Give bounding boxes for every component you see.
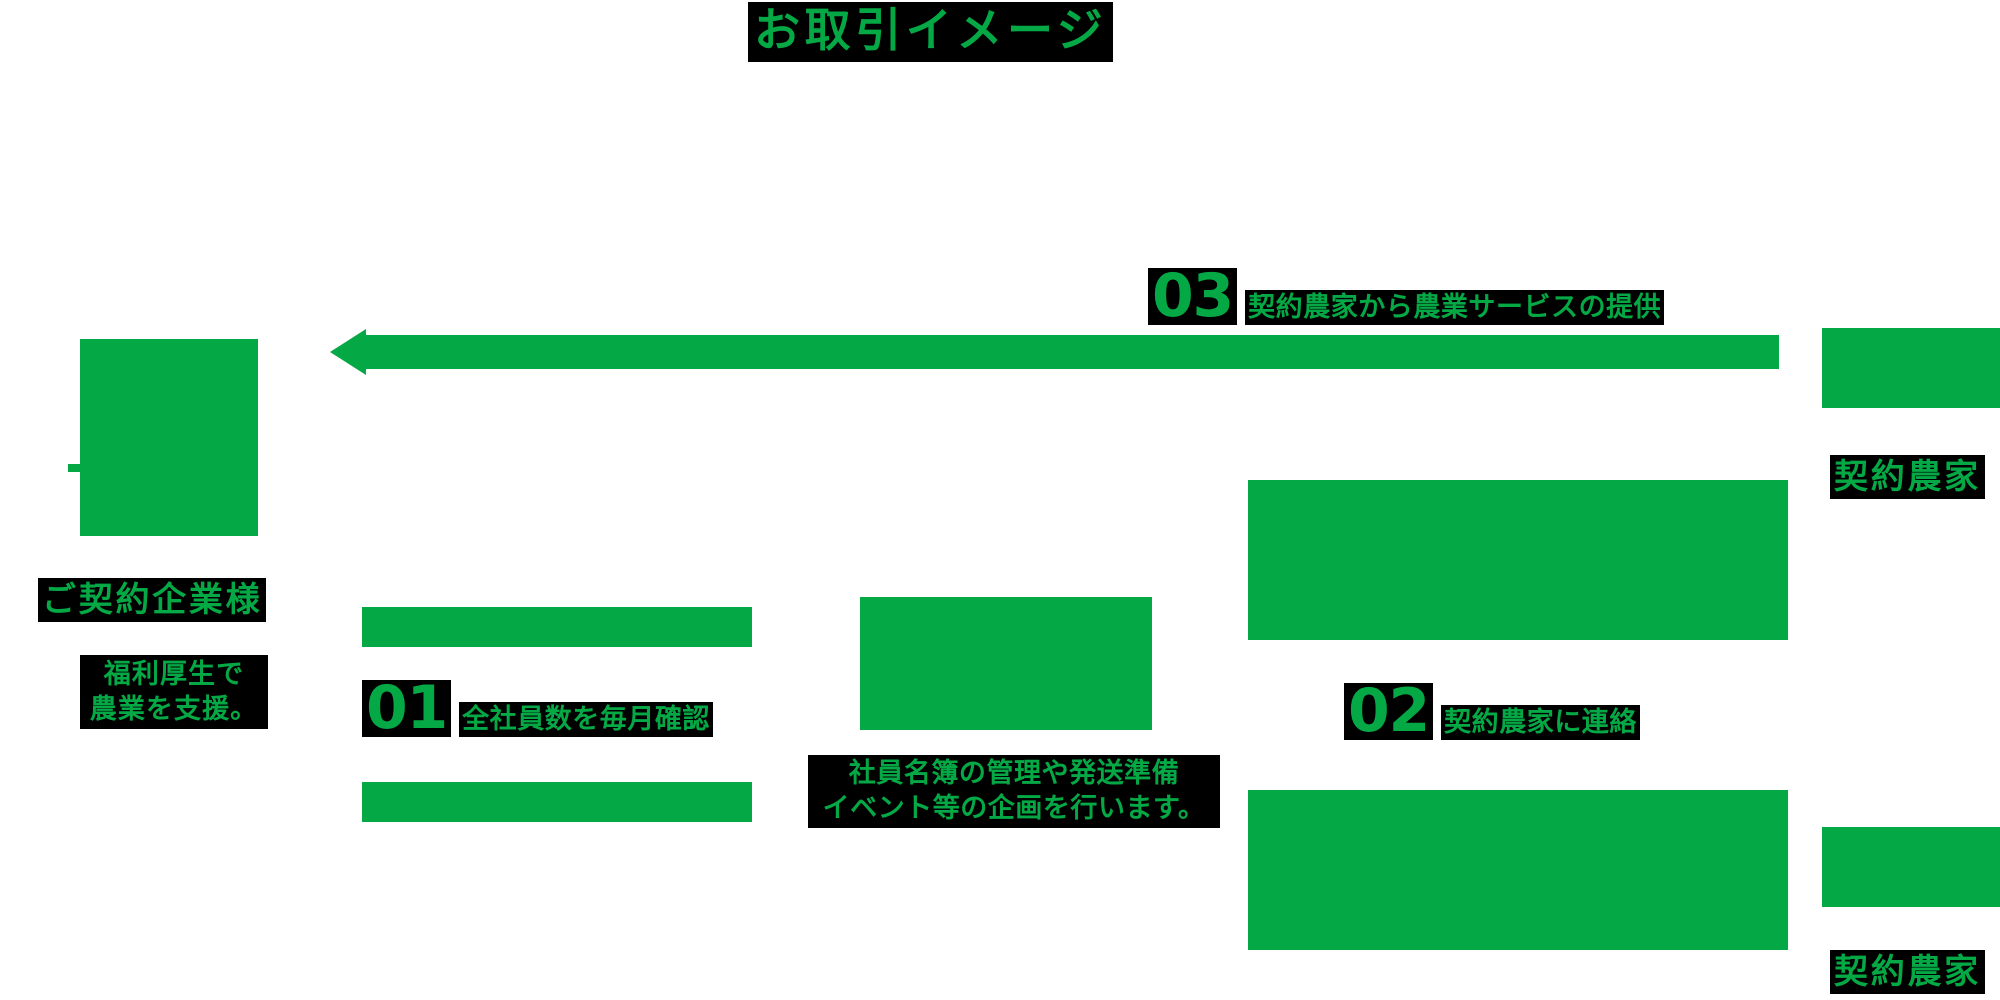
contract-farmer-top-caption: 契約農家 [1830, 455, 1985, 500]
contract-farmer-upper-illustration [1248, 480, 1788, 640]
step-01-number: 01 [362, 678, 452, 738]
contract-farmer-top-decoration-icon [1955, 330, 2000, 400]
contract-farmer-lower-illustration [1248, 790, 1788, 950]
page-title: お取引イメージ [748, 2, 1114, 62]
step-03-arrow-bar [362, 335, 1779, 369]
step-01-group: 01 全社員数を毎月確認 [362, 678, 713, 738]
service-operations-note: 社員名簿の管理や発送準備 イベント等の企画を行います。 [808, 755, 1220, 829]
client-company-illustration [80, 339, 258, 536]
step-01-label: 全社員数を毎月確認 [459, 701, 713, 737]
step-03-group: 03 契約農家から農業サービスの提供 [1148, 266, 1665, 326]
step-02-number: 02 [1344, 681, 1434, 741]
service-operations-illustration [860, 597, 1152, 730]
step-03-arrow-head-icon [330, 329, 366, 375]
contract-farmer-bottom-illustration [1822, 827, 2000, 907]
step-03-label: 契約農家から農業サービスの提供 [1245, 289, 1665, 325]
step-01-arrow-bar-lower [362, 782, 752, 822]
client-company-illustration-detail [68, 464, 258, 472]
step-02-label: 契約農家に連絡 [1441, 704, 1640, 740]
step-01-arrow-bar-upper [362, 607, 752, 647]
step-02-group: 02 契約農家に連絡 [1344, 681, 1640, 741]
contract-farmer-bottom-caption: 契約農家 [1830, 950, 1985, 995]
client-company-sub-caption: 福利厚生で 農業を支援。 [80, 655, 268, 730]
client-company-caption: ご契約企業様 [38, 578, 267, 623]
step-03-number: 03 [1148, 266, 1238, 326]
